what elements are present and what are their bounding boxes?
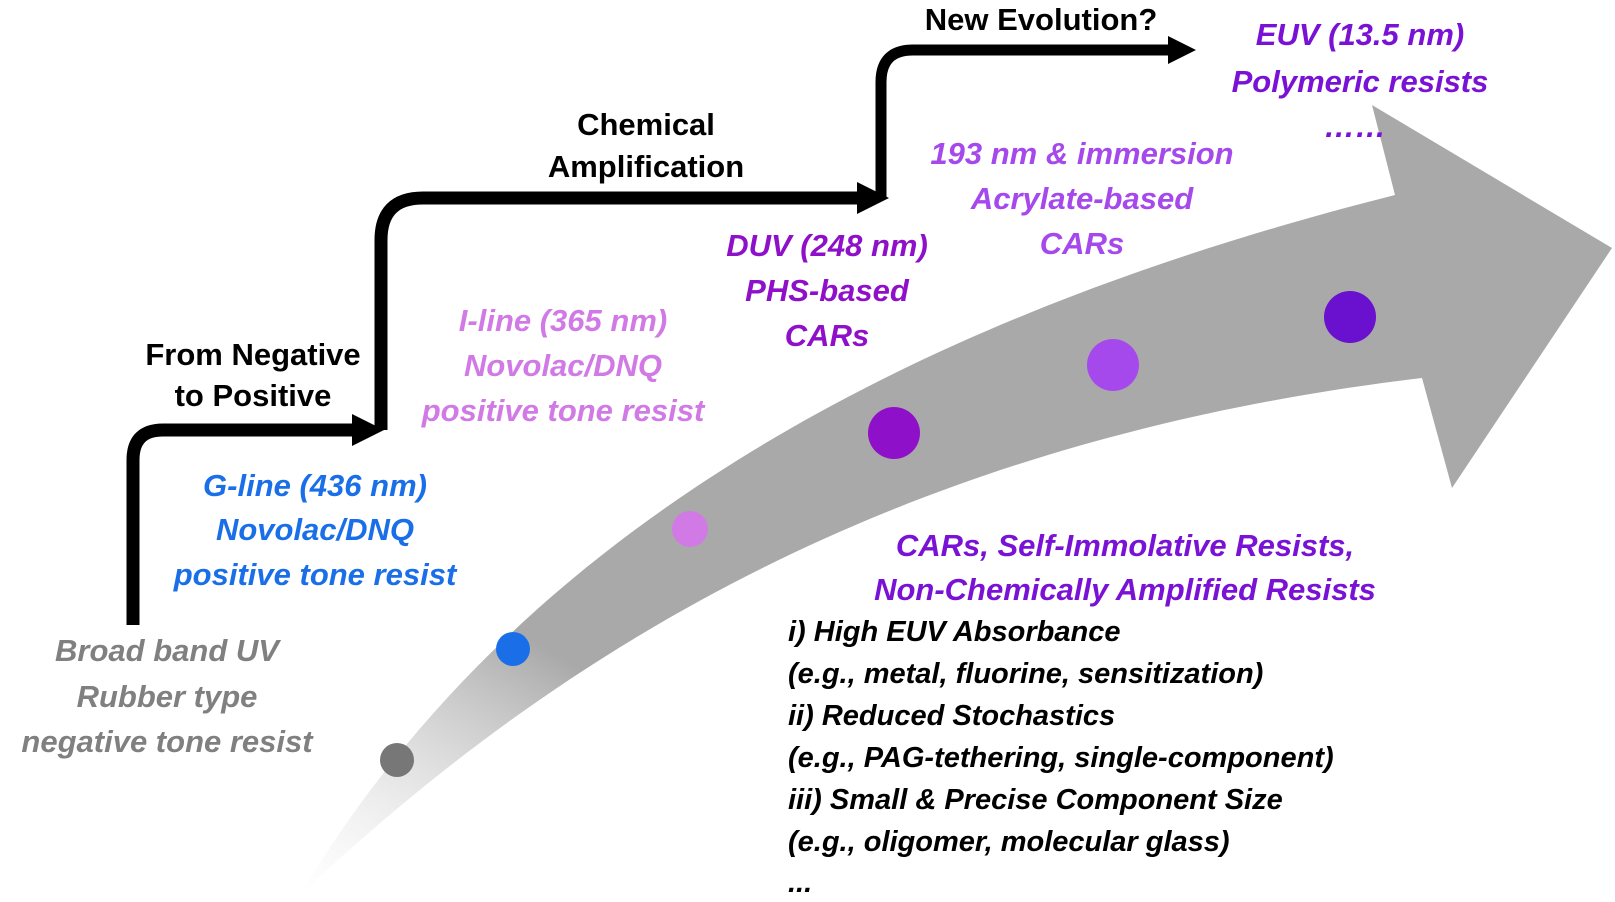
dot-duv (868, 407, 920, 459)
arf-line1: 193 nm & immersion (930, 136, 1233, 171)
duv-line1: DUV (248 nm) (726, 228, 928, 263)
stage-arf: 193 nm & immersion Acrylate-based CARs (930, 136, 1233, 261)
iline-line1: I-line (365 nm) (459, 303, 667, 338)
staircase-arrow-2 (374, 191, 862, 430)
stage-gline: G-line (436 nm) Novolac/DNQ positive ton… (173, 468, 458, 592)
future-heading-line2: Non-Chemically Amplified Resists (874, 572, 1376, 607)
euv-line2: Polymeric resists (1232, 64, 1489, 99)
dot-iline (672, 511, 708, 547)
euv-line3: …… (1324, 109, 1386, 144)
broadband-line3: negative tone resist (21, 724, 314, 759)
staircase-arrowhead-2 (857, 182, 889, 214)
staircase-arrowhead-3 (1168, 36, 1196, 64)
future-directions: CARs, Self-Immolative Resists, Non-Chemi… (788, 528, 1376, 899)
euv-line1: EUV (13.5 nm) (1256, 17, 1464, 52)
staircase-arrow-3 (875, 44, 1173, 198)
step-neg-to-pos-line2: to Positive (175, 378, 332, 413)
duv-line3: CARs (785, 318, 869, 353)
future-item: ... (788, 867, 812, 899)
stage-iline: I-line (365 nm) Novolac/DNQ positive ton… (421, 303, 706, 428)
iline-line3: positive tone resist (421, 393, 706, 428)
dot-arf (1087, 339, 1139, 391)
arf-line3: CARs (1040, 226, 1124, 261)
step-chem-amp-line2: Amplification (548, 149, 744, 184)
future-item: (e.g., PAG-tethering, single-component) (788, 742, 1334, 774)
stage-euv: EUV (13.5 nm) Polymeric resists …… (1232, 17, 1489, 144)
iline-line2: Novolac/DNQ (464, 348, 662, 383)
future-item: (e.g., oligomer, molecular glass) (788, 826, 1230, 858)
future-item: iii) Small & Precise Component Size (788, 784, 1283, 816)
stage-duv: DUV (248 nm) PHS-based CARs (726, 228, 928, 353)
step-new-evolution: New Evolution? (925, 2, 1158, 37)
gline-line1: G-line (436 nm) (203, 468, 427, 503)
broadband-line2: Rubber type (77, 679, 258, 714)
staircase-arrow-1 (126, 423, 358, 625)
future-heading-line1: CARs, Self-Immolative Resists, (896, 528, 1354, 563)
staircase-arrowhead-1 (352, 414, 384, 446)
step-neg-to-pos-line1: From Negative (145, 337, 360, 372)
future-item: (e.g., metal, fluorine, sensitization) (788, 658, 1263, 690)
evolution-arrow (300, 105, 1612, 895)
step-chem-amp-line1: Chemical (577, 107, 715, 142)
dot-gline (496, 632, 530, 666)
future-item: ii) Reduced Stochastics (788, 700, 1115, 732)
stage-broadband: Broad band UV Rubber type negative tone … (21, 633, 314, 759)
dot-broadband (380, 743, 414, 777)
dot-euv (1324, 291, 1376, 343)
broadband-line1: Broad band UV (55, 633, 281, 668)
duv-line2: PHS-based (745, 273, 910, 308)
gline-line2: Novolac/DNQ (216, 512, 414, 547)
future-item: i) High EUV Absorbance (788, 616, 1120, 648)
arf-line2: Acrylate-based (970, 181, 1194, 216)
gline-line3: positive tone resist (173, 557, 458, 592)
